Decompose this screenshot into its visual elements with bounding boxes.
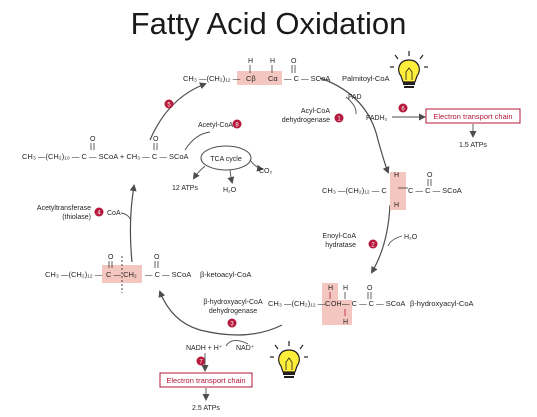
h2o-arrow: [387, 235, 403, 247]
nad-arrow: [225, 340, 249, 347]
cycle-arc-5: [149, 82, 207, 141]
enzyme-3-line1: β-hydroxyacyl-CoA: [203, 299, 263, 306]
palmitoyl-h2: H: [270, 58, 275, 65]
products-o2: O: [153, 136, 159, 143]
ketoacyl-o1: O: [108, 254, 114, 261]
fad-arrow: [345, 96, 357, 115]
hydroxyacyl-o: O: [367, 285, 373, 292]
acetyl-arrow: [184, 131, 211, 151]
ketoacyl-mid: C — CH₂: [106, 270, 137, 279]
hydroxyacyl-rest: — C — C — SCoA: [342, 299, 405, 308]
step-8-badge: [232, 119, 242, 129]
enzyme-1-line2: dehydrogenase: [282, 117, 330, 124]
etc-bottom-label: Electron transport chain: [166, 376, 245, 385]
hydroxyacyl-highlight-1: [322, 283, 338, 325]
enzyme-4-line2: (thiolase): [62, 214, 91, 221]
palmitoyl-left: CH₃ —(CH₂)₁₂ —: [183, 74, 241, 83]
tca-atp-arrow: [192, 165, 206, 180]
fadh2-label: FADH₂: [366, 115, 388, 122]
enzyme-2-line1: Enoyl-CoA: [323, 233, 357, 240]
cycle-arc-3: [158, 290, 283, 336]
enzyme-1-line1: Acyl-CoA: [301, 108, 331, 115]
tca-acetyl-label: Acetyl-CoA: [198, 122, 233, 129]
enzyme-3-line2: dehydrogenase: [209, 308, 257, 315]
etc-bottom-box: [159, 372, 253, 388]
palmitoyl-cbeta: Cβ: [246, 74, 256, 83]
step-4-badge: [94, 207, 104, 217]
lightbulb-bottom-icon: [270, 341, 308, 378]
enoyl-highlight: [390, 172, 406, 210]
palmitoyl-h1: H: [248, 58, 253, 65]
step-3-badge: [227, 318, 237, 328]
etc-bottom-atp: 2.5 ATPs: [192, 405, 220, 412]
tca-co2-arrow: [249, 159, 264, 172]
h2o-in-label: H₂O: [404, 234, 418, 241]
step-5-number: 5: [167, 103, 171, 109]
tca-cycle-label: TCA cycle: [210, 156, 242, 163]
page-title: Fatty Acid Oxidation: [130, 6, 407, 41]
ketoacyl-o2: O: [154, 254, 160, 261]
fad-label: FAD: [348, 94, 362, 101]
lightbulb-top-icon: [390, 51, 428, 88]
enzyme-4-line1: Acetyltransferase: [37, 205, 91, 212]
etc-top-atp: 1.5 ATPs: [459, 142, 487, 149]
hydroxyacyl-coh: C: [325, 299, 331, 308]
coa-arrow: [120, 212, 132, 221]
tca-atp-label: 12 ATPs: [172, 185, 198, 192]
coa-label: CoA: [107, 210, 121, 217]
enoyl-c2: C — C — SCoA: [408, 186, 462, 195]
tca-cycle-ellipse: [200, 145, 252, 171]
products-o1: O: [90, 136, 96, 143]
tca-h2o-label: H₂O: [223, 187, 237, 194]
enoyl-h2: H: [394, 202, 399, 209]
step-1-badge: [334, 113, 344, 123]
step-6-badge: [398, 103, 408, 113]
enzyme-2-line2: hydratase: [325, 242, 356, 249]
enoyl-text: CH₃ —(CH₂)₁₂ — C: [322, 186, 387, 195]
step-3-number: 3: [230, 322, 234, 328]
etc-top-label: Electron transport chain: [433, 112, 512, 121]
products-text: CH₃ —(CH₂)₁₀ — C — SCoA + CH₃ — C — SCoA: [22, 152, 189, 161]
step-6-number: 6: [401, 107, 405, 113]
enoyl-o: O: [427, 172, 433, 179]
cycle-arc-1: [319, 77, 390, 174]
enoyl-h1: H: [394, 172, 399, 179]
hydroxyacyl-h1: H: [328, 285, 333, 292]
cycle-arc-4: [129, 184, 137, 263]
step-7-badge: [196, 356, 206, 366]
ketoacyl-right: — C — SCoA: [145, 270, 191, 279]
tca-co2-label: CO₂: [259, 168, 273, 175]
step-8-number: 8: [235, 123, 239, 129]
step-5-badge: [164, 99, 174, 109]
step-1-number: 1: [337, 117, 341, 123]
nad-label: NAD⁺: [236, 345, 255, 352]
palmitoyl-highlight: [237, 71, 282, 85]
hydroxyacyl-text: CH₃ —(CH₂)₁₂ —: [268, 299, 326, 308]
hydroxyacyl-h3: H: [343, 319, 348, 326]
palmitoyl-right: — C — SCoA: [284, 74, 330, 83]
step-2-badge: [368, 239, 378, 249]
ketoacyl-left: CH₃ —(CH₂)₁₂ —: [45, 270, 103, 279]
etc-top-box: [425, 108, 521, 124]
nadh-label: NADH + H⁺: [186, 345, 223, 352]
ketoacyl-name: β-ketoacyl-CoA: [200, 270, 251, 279]
hydroxyacyl-h2: H: [343, 285, 348, 292]
step-2-number: 2: [371, 243, 375, 249]
palmitoyl-name: Palmitoyl-CoA: [342, 74, 390, 83]
step-4-number: 4: [97, 211, 101, 217]
tca-h2o-arrow: [227, 169, 235, 184]
step-7-number: 7: [199, 360, 203, 366]
cycle-arc-2: [370, 204, 391, 274]
palmitoyl-calpha: Cα: [268, 74, 278, 83]
hydroxyacyl-name: β-hydroxyacyl-CoA: [410, 299, 474, 308]
palmitoyl-o: O: [291, 58, 297, 65]
hydroxyacyl-oh: OH: [331, 301, 342, 308]
